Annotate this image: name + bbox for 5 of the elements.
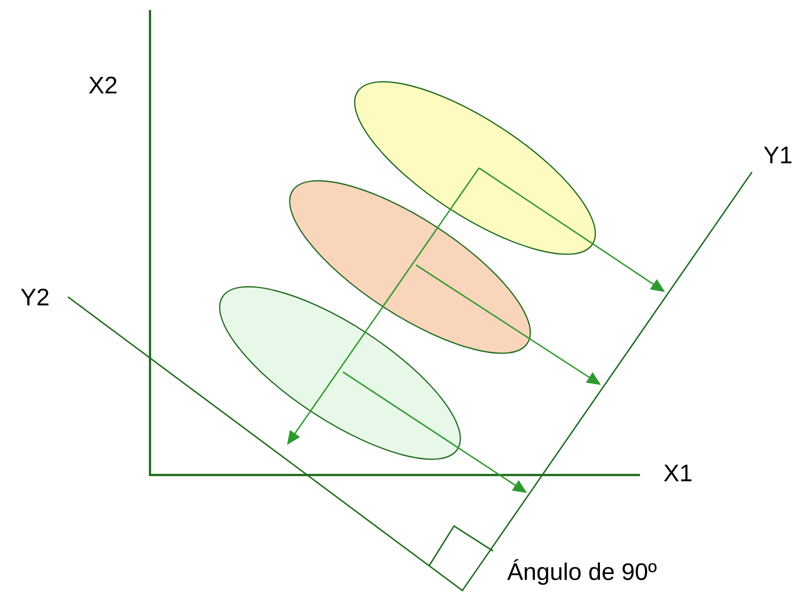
axis-label: X2 [88,76,116,94]
axis-label: Y1 [764,146,792,164]
axis-label: Y2 [20,288,48,306]
axis-label: X1 [664,464,692,482]
axis-label: Ángulo de 90º [507,559,657,585]
